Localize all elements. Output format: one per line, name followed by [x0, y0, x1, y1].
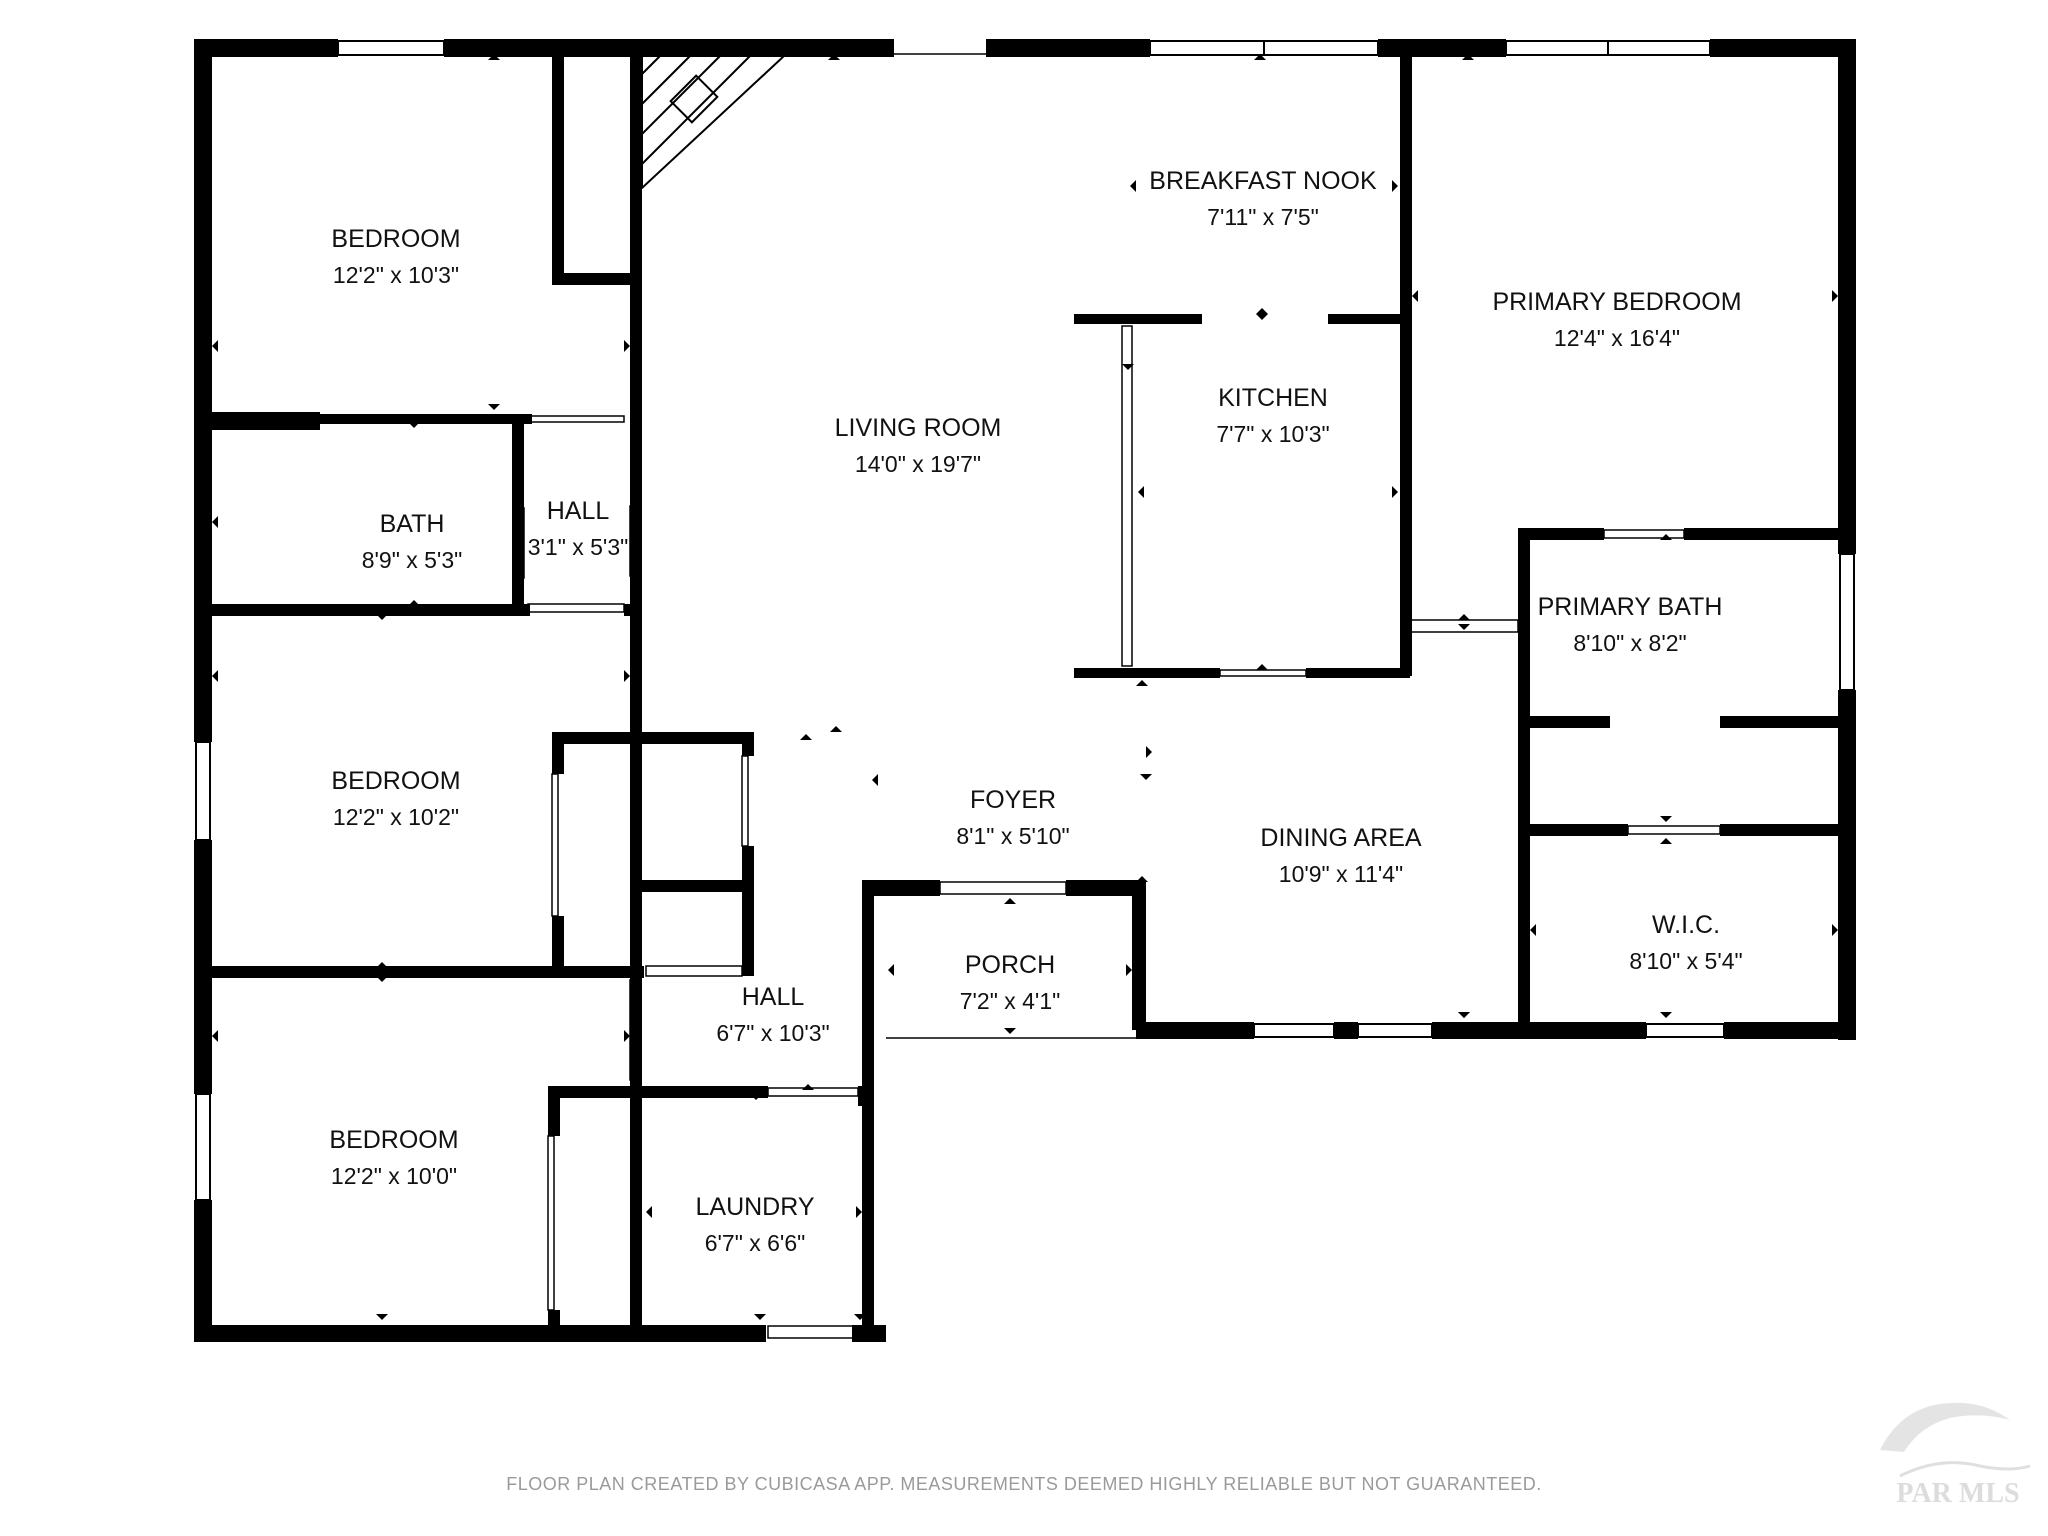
bedroom-2-name: BEDROOM	[331, 767, 460, 795]
watermark-text: PAR MLS	[1896, 1478, 2019, 1509]
kitchen-dimensions: 7'7" x 10'3"	[1216, 421, 1329, 447]
primary-bedroom-name: PRIMARY BEDROOM	[1492, 288, 1741, 316]
hall-1-name: HALL	[547, 497, 610, 525]
wic-dimensions: 8'10" x 5'4"	[1629, 948, 1742, 974]
laundry-dimensions: 6'7" x 6'6"	[705, 1230, 806, 1256]
fireplace	[641, 55, 787, 191]
hall-2-name: HALL	[742, 983, 805, 1011]
living-room-dimensions: 14'0" x 19'7"	[855, 451, 981, 477]
foyer-dimensions: 8'1" x 5'10"	[956, 823, 1069, 849]
walls	[194, 39, 1856, 1342]
bedroom-1-dimensions: 12'2" x 10'3"	[333, 262, 459, 288]
primary-bedroom-dimensions: 12'4" x 16'4"	[1554, 325, 1680, 351]
hall-1-dimensions: 3'1" x 5'3"	[528, 534, 629, 560]
bath-dimensions: 8'9" x 5'3"	[362, 547, 463, 573]
hall-2-dimensions: 6'7" x 10'3"	[716, 1020, 829, 1046]
bedroom-3-dimensions: 12'2" x 10'0"	[331, 1163, 457, 1189]
bedroom-1-name: BEDROOM	[331, 225, 460, 253]
porch-name: PORCH	[965, 951, 1055, 979]
porch-dimensions: 7'2" x 4'1"	[960, 988, 1061, 1014]
foyer-name: FOYER	[970, 786, 1056, 814]
dining-area-name: DINING AREA	[1260, 824, 1421, 852]
bedroom-3-name: BEDROOM	[329, 1126, 458, 1154]
kitchen-name: KITCHEN	[1218, 384, 1328, 412]
watermark-logo: PAR MLS	[1880, 1402, 2031, 1509]
primary-bath-dimensions: 8'10" x 8'2"	[1573, 630, 1686, 656]
living-room-name: LIVING ROOM	[835, 414, 1002, 442]
windows	[195, 40, 1855, 1201]
dining-area-dimensions: 10'9" x 11'4"	[1279, 861, 1403, 887]
door-openings	[517, 53, 1721, 1339]
wic-name: W.I.C.	[1652, 911, 1720, 939]
breakfast-nook-dimensions: 7'11" x 7'5"	[1207, 204, 1319, 230]
bedroom-2-dimensions: 12'2" x 10'2"	[333, 804, 459, 830]
primary-bath-name: PRIMARY BATH	[1538, 593, 1723, 621]
measurement-markers	[212, 54, 1838, 1320]
bath-name: BATH	[380, 510, 445, 538]
room-labels: BEDROOM 12'2" x 10'3" BATH 8'9" x 5'3" HALL 3…	[329, 167, 1742, 1256]
disclaimer-text: FLOOR PLAN CREATED BY CUBICASA APP. MEAS…	[506, 1474, 1541, 1494]
breakfast-nook-name: BREAKFAST NOOK	[1149, 167, 1377, 195]
laundry-name: LAUNDRY	[695, 1193, 814, 1221]
